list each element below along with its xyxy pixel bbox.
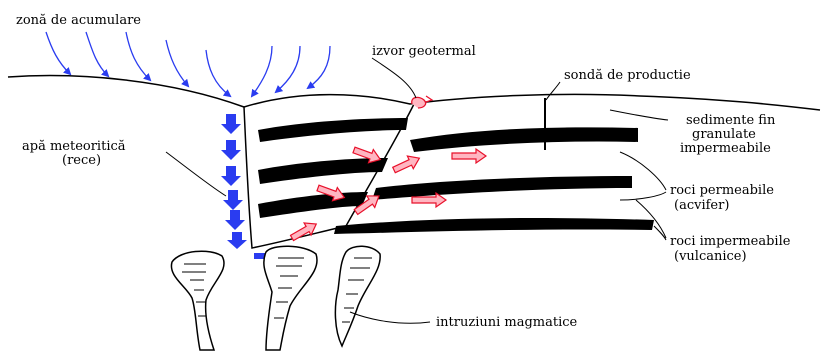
impermeable-rocks-label-line2: (vulcanice) bbox=[674, 249, 747, 264]
fine-sediments-label-line3: impermeabile bbox=[680, 141, 771, 156]
production-well-label: sondă de productie bbox=[564, 68, 691, 83]
permeable-rocks-label-line2: (acvifer) bbox=[674, 198, 729, 213]
permeable-rocks-label-line1: roci permeabile bbox=[670, 183, 774, 198]
geothermal-spring-label: izvor geotermal bbox=[372, 44, 476, 59]
meteoric-water-label-line1: apă meteoritică bbox=[22, 139, 126, 154]
meteoric-water-label-line2: (rece) bbox=[62, 153, 101, 168]
accumulation-zone-label: zonă de acumulare bbox=[16, 13, 141, 28]
impermeable-bands-left bbox=[258, 118, 408, 218]
magmatic-intrusions bbox=[171, 246, 380, 350]
impermeable-rocks-label-line1: roci impermeabile bbox=[670, 234, 791, 249]
fine-sediments-label-line1: sedimente fin bbox=[686, 113, 776, 128]
rain-arrows bbox=[46, 32, 330, 96]
impermeable-bands-right bbox=[334, 127, 654, 234]
magmatic-intrusions-label: intruziuni magmatice bbox=[436, 315, 578, 330]
fine-sediments-label-line2: granulate bbox=[692, 127, 756, 142]
